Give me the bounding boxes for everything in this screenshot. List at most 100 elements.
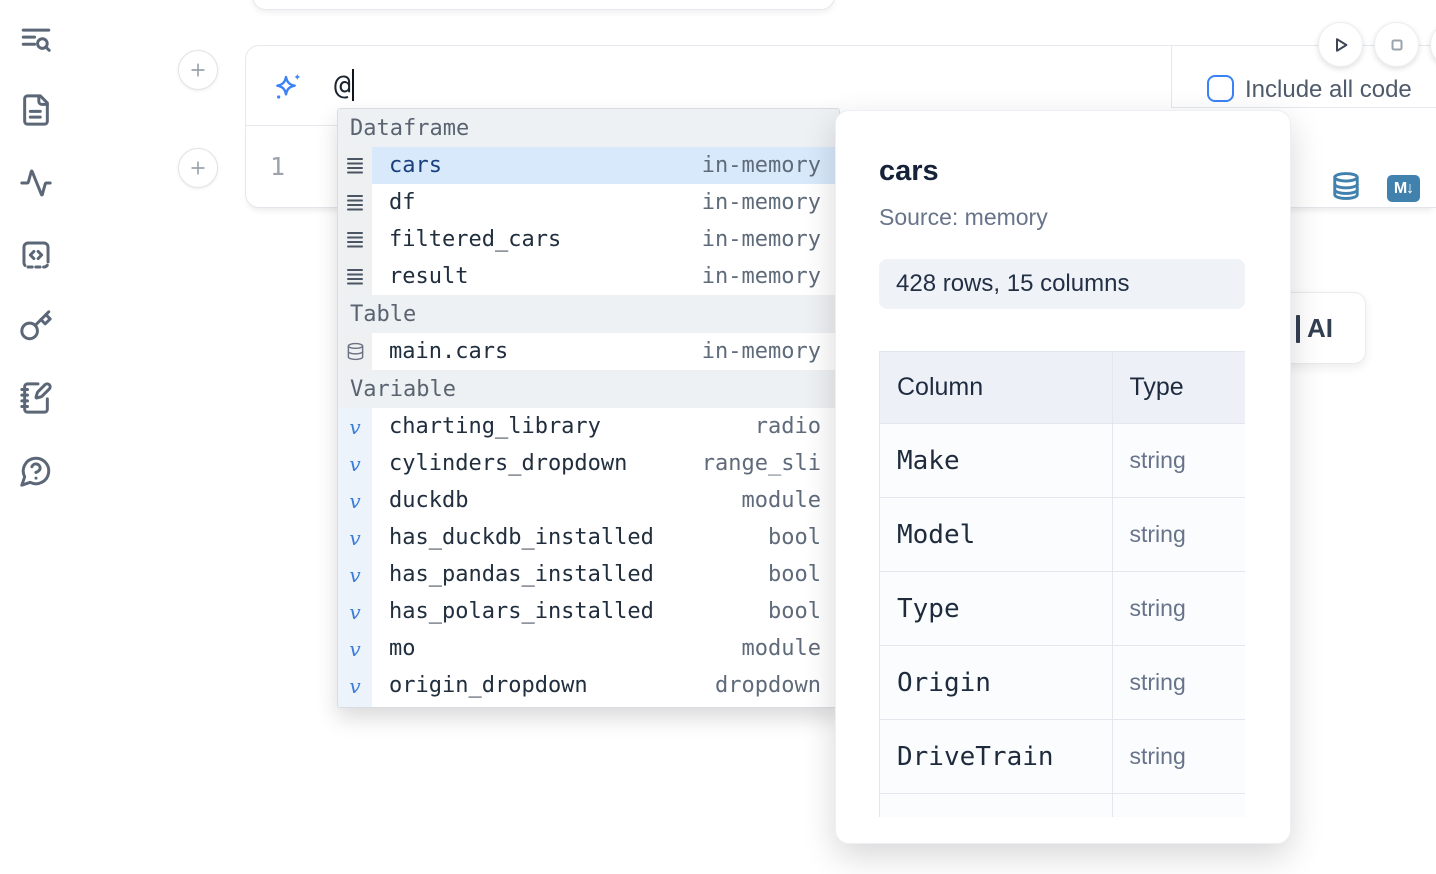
dataframe-details-popup: cars Source: memory 428 rows, 15 columns… [835, 110, 1291, 844]
completion-item-cars[interactable]: cars in-memory [338, 147, 839, 184]
dataframe-rows-icon [346, 194, 364, 212]
completion-item-df[interactable]: df in-memory [338, 184, 839, 221]
schema-row: Typestring [880, 572, 1246, 646]
convert-to-markdown-button[interactable]: M↓ [1387, 175, 1420, 202]
schema-column-type [1112, 794, 1245, 818]
completion-item-duckdb[interactable]: v duckdbmodule [338, 482, 839, 519]
schema-column-name: DriveTrain [880, 720, 1113, 794]
variable-icon: v [349, 415, 360, 439]
list-search-icon[interactable] [18, 22, 54, 58]
stop-button[interactable] [1374, 22, 1419, 67]
completion-item-gutter: v [338, 667, 372, 704]
include-all-code-checkbox[interactable] [1207, 75, 1234, 102]
completion-item-pd[interactable]: vpdmodule [338, 704, 839, 708]
table-database-icon [346, 342, 365, 361]
completion-item-gutter: v [338, 408, 372, 445]
completion-item-cylinders_dropdown[interactable]: v cylinders_dropdown range_sli [338, 445, 839, 482]
prompt-value: @ [334, 68, 351, 101]
convert-to-sql-button[interactable] [1331, 171, 1361, 206]
completion-section-table: Table [338, 295, 839, 333]
completion-item-detail: in-memory [702, 190, 821, 215]
completion-item-origin_dropdown[interactable]: v origin_dropdowndropdown [338, 667, 839, 704]
completion-item-detail: bool [768, 599, 821, 624]
schema-column-type: string [1112, 572, 1245, 646]
variable-icon: v [349, 452, 360, 476]
completion-item-body: df in-memory [372, 184, 839, 221]
text-caret [352, 69, 355, 101]
completion-item-has_pandas_installed[interactable]: vhas_pandas_installedbool [338, 556, 839, 593]
schema-row: DriveTrainstring [880, 720, 1246, 794]
completion-item-charting_library[interactable]: v charting_libraryradio [338, 408, 839, 445]
completion-item-body: origin_dropdowndropdown [372, 667, 839, 704]
popup-title: cars [879, 155, 1245, 188]
schema-column-type: string [1112, 720, 1245, 794]
code-cell-icon[interactable] [18, 237, 54, 273]
scratchpad-icon[interactable] [18, 380, 54, 416]
completion-item-body: charting_libraryradio [372, 408, 839, 445]
completion-item-name: cylinders_dropdown [389, 451, 627, 476]
include-all-code-label: Include all code [1245, 76, 1412, 104]
prompt-divider [1171, 46, 1172, 107]
completion-item-body: has_pandas_installed bool [372, 556, 839, 593]
completion-item-detail: module [742, 636, 821, 661]
line-number: 1 [270, 152, 285, 181]
help-bubble-icon[interactable] [18, 453, 54, 489]
completion-section-variable: Variable [338, 370, 839, 408]
file-text-icon[interactable] [18, 92, 54, 128]
dataframe-rows-icon [346, 157, 364, 175]
key-icon[interactable] [18, 308, 54, 344]
schema-column-type: string [1112, 646, 1245, 720]
completion-item-main.cars[interactable]: main.carsin-memory [338, 333, 839, 370]
completion-item-body: cars in-memory [372, 147, 839, 184]
popup-source: Source: memory [879, 204, 1245, 231]
variable-icon: v [349, 489, 360, 513]
completion-item-body: duckdbmodule [372, 482, 839, 519]
schema-column-type: string [1112, 498, 1245, 572]
completion-item-has_polars_installed[interactable]: v has_polars_installed bool [338, 593, 839, 630]
completion-item-name: filtered_cars [389, 227, 561, 252]
completion-item-mo[interactable]: vmomodule [338, 630, 839, 667]
completion-item-detail: in-memory [702, 264, 821, 289]
completion-item-result[interactable]: resultin-memory [338, 258, 839, 295]
add-cell-button-top[interactable] [178, 50, 218, 90]
completion-item-detail: bool [768, 562, 821, 587]
add-cell-button-bottom[interactable] [178, 148, 218, 188]
completion-item-gutter: v [338, 704, 372, 708]
schema-table: Column Type MakestringModelstringTypestr… [879, 351, 1245, 817]
schema-column-name [880, 794, 1113, 818]
schema-column-name: Make [880, 424, 1113, 498]
completion-item-filtered_cars[interactable]: filtered_cars in-memory [338, 221, 839, 258]
activity-icon[interactable] [18, 165, 54, 201]
schema-row [880, 794, 1246, 818]
ai-prompt-input[interactable]: @ [334, 68, 354, 101]
completion-item-body: has_duckdb_installedbool [372, 519, 839, 556]
completion-item-gutter [338, 184, 372, 221]
completion-item-name: has_pandas_installed [389, 562, 654, 587]
completion-item-name: has_duckdb_installed [389, 525, 654, 550]
variable-icon: v [349, 674, 360, 698]
completion-item-detail: range_sli [702, 451, 821, 476]
schema-header-column: Column [880, 352, 1113, 424]
popup-shape-badge: 428 rows, 15 columns [879, 259, 1245, 309]
schema-column-name: Model [880, 498, 1113, 572]
completion-item-name: df [389, 190, 416, 215]
completion-item-gutter: v [338, 445, 372, 482]
completion-item-name: has_polars_installed [389, 599, 654, 624]
completion-item-gutter: v [338, 593, 372, 630]
completion-item-has_duckdb_installed[interactable]: vhas_duckdb_installedbool [338, 519, 839, 556]
completion-section-dataframe: Dataframe [338, 109, 839, 147]
ai-card-label: AI [1307, 313, 1333, 344]
left-sidebar [0, 0, 70, 874]
dataframe-rows-icon [346, 231, 364, 249]
completion-item-name: cars [389, 153, 442, 178]
schema-column-name: Origin [880, 646, 1113, 720]
run-cell-button[interactable] [1318, 22, 1363, 67]
schema-row: Modelstring [880, 498, 1246, 572]
completion-item-detail: in-memory [702, 153, 821, 178]
completion-item-name: charting_library [389, 414, 601, 439]
sparkles-icon [272, 71, 304, 103]
completion-item-body: filtered_cars in-memory [372, 221, 839, 258]
completion-item-detail: in-memory [702, 227, 821, 252]
completion-item-gutter: v [338, 630, 372, 667]
